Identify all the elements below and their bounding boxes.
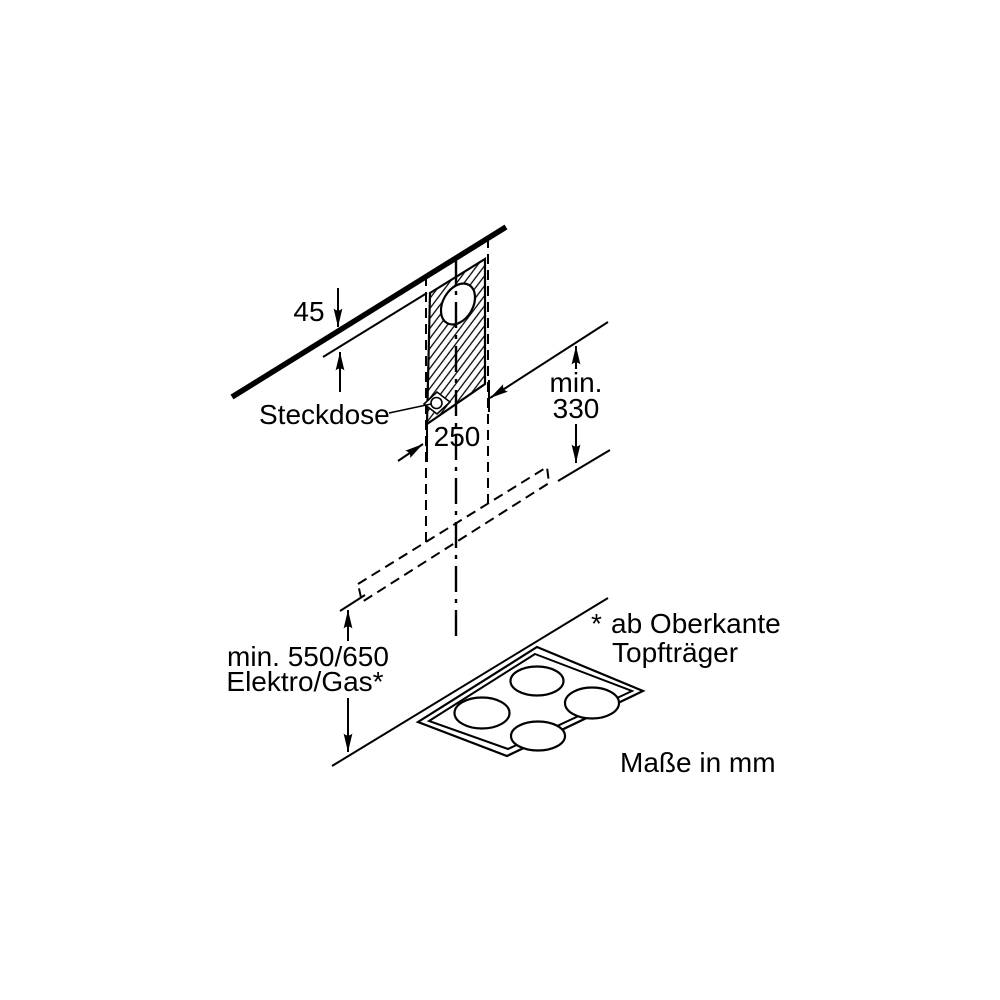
cooktop	[415, 645, 646, 758]
dim-min-330: min. 330	[550, 346, 603, 463]
dim-330-reference-line	[489, 321, 609, 399]
burner-left	[453, 696, 511, 730]
dim-min-550-label-line2: Elektro/Gas*	[226, 666, 383, 697]
dim-min-550-650: min. 550/650 Elektro/Gas*	[226, 610, 389, 752]
footnote-line1: ab Oberkante	[611, 608, 781, 639]
dim-min-330-label-line1: min.	[550, 367, 603, 398]
socket-symbol	[422, 390, 452, 416]
socket-leader-line	[388, 403, 432, 414]
dim-min-330-label-line2: 330	[553, 393, 600, 424]
dim-45: 45	[293, 288, 345, 392]
chimney-outline-dashed	[356, 465, 551, 604]
socket-label: Steckdose	[259, 399, 390, 430]
units-note: Maße in mm	[620, 747, 776, 778]
socket-annotation: Steckdose	[259, 399, 432, 430]
wall-top-edge-line	[230, 224, 508, 400]
burner-bottom	[509, 720, 567, 752]
footnote-marker: *	[591, 608, 602, 639]
footnote-line2: Topfträger	[612, 637, 738, 668]
dim-45-label: 45	[293, 296, 324, 327]
mounting-plate	[422, 257, 487, 427]
wall-offset-line	[322, 292, 428, 358]
dim-250-label: 250	[434, 421, 481, 452]
dim-min-550-label-line1: min. 550/650	[227, 641, 389, 672]
hood-bottom-edge-line	[339, 594, 366, 612]
burner-right	[563, 686, 621, 720]
duct-hole	[439, 282, 477, 326]
footnote: * ab Oberkante Topfträger	[591, 608, 781, 668]
hood-top-edge-line	[557, 449, 611, 482]
burner-top	[509, 665, 565, 697]
dim-250: 250	[397, 321, 609, 462]
counter-edge-line	[331, 597, 609, 767]
